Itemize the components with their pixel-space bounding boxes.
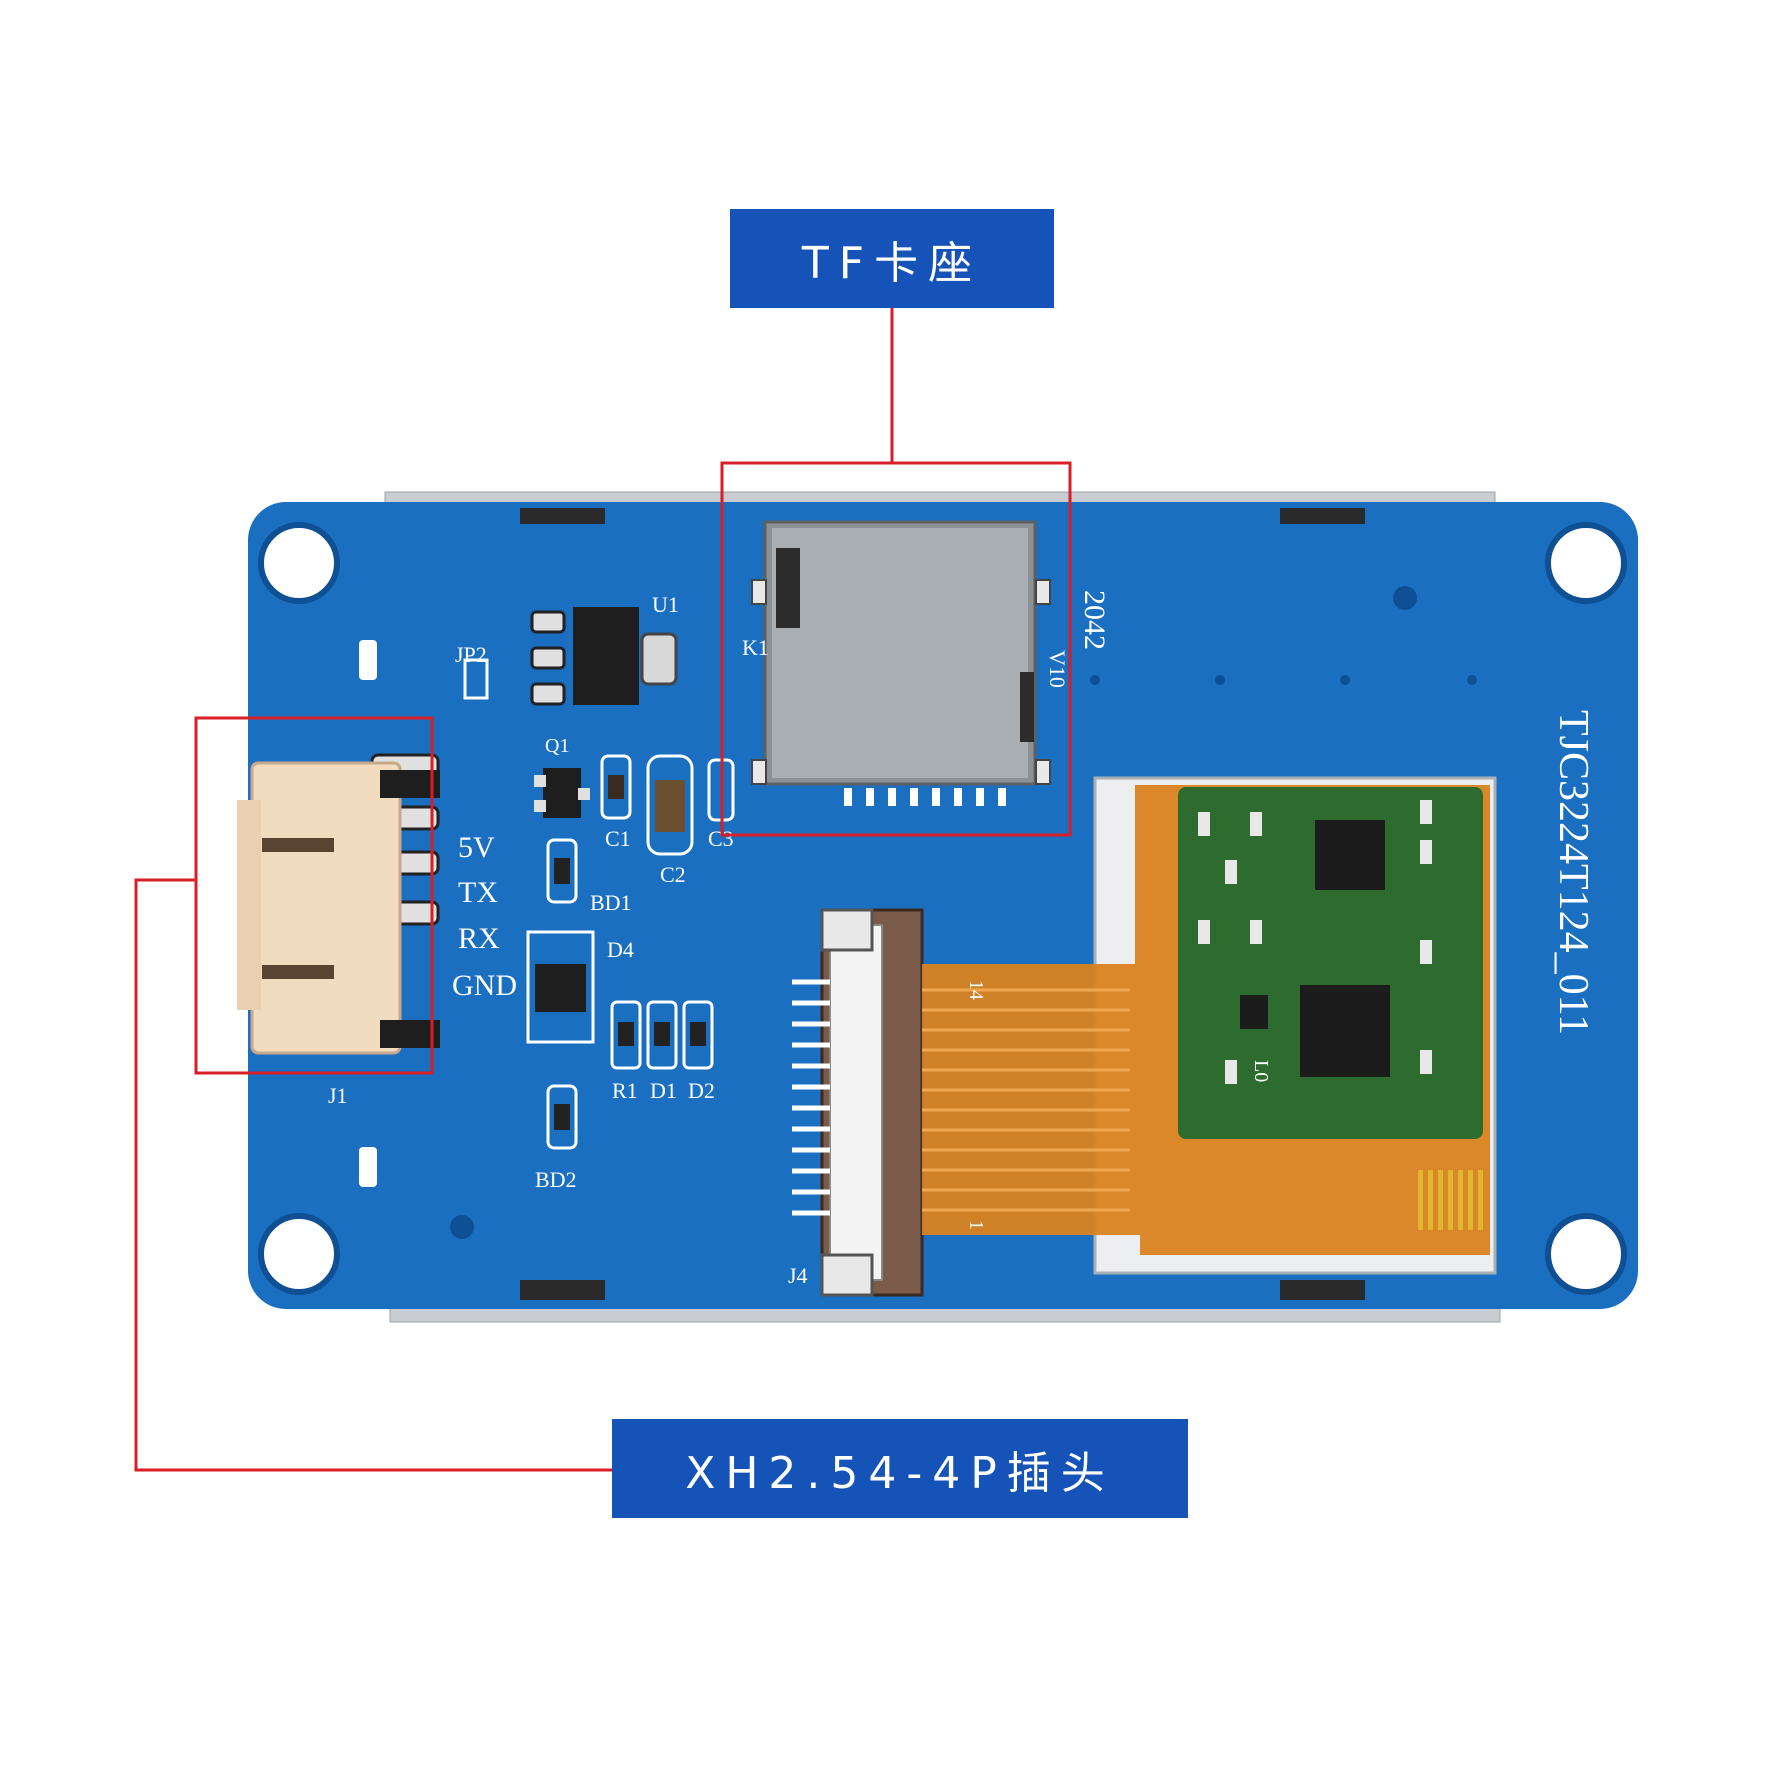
ref-d4: D4 <box>607 937 634 962</box>
ref-bd1: BD1 <box>590 890 632 915</box>
flex-traces <box>922 988 1130 1212</box>
ref-k1: K1 <box>742 635 769 660</box>
bd2-ferrite <box>546 1084 578 1150</box>
c2-body <box>655 780 685 832</box>
ref-bd2: BD2 <box>535 1167 577 1192</box>
vias <box>450 586 1477 1239</box>
q1-transistor <box>534 768 590 818</box>
u1-regulator <box>530 607 678 706</box>
mounting-hole <box>1545 522 1627 604</box>
j4-fpc-connector <box>792 908 924 1297</box>
c2-capacitor <box>646 754 694 856</box>
c1-capacitor <box>600 754 632 820</box>
controller-ic <box>1315 820 1385 890</box>
j1-header-pins <box>380 770 440 1048</box>
touch-controller-board <box>1178 787 1483 1139</box>
ref-j4: J4 <box>788 1263 808 1288</box>
ref-l0: L0 <box>1250 1060 1272 1082</box>
ref-r1: R1 <box>612 1078 638 1103</box>
c1-body <box>608 775 624 799</box>
ref-jp2: JP2 <box>455 642 487 667</box>
connector-leader <box>134 878 612 1472</box>
fpc-pin-14: 14 <box>965 980 987 1000</box>
ref-u1: U1 <box>652 592 679 617</box>
ref-d1: D1 <box>650 1078 677 1103</box>
gold-fingers <box>1418 1170 1483 1230</box>
tf-slot-highlight <box>720 461 1072 837</box>
jp2-pad <box>463 658 489 700</box>
ref-c1: C1 <box>605 826 631 851</box>
misc-pads <box>359 640 377 1187</box>
mounting-holes <box>258 522 1627 1295</box>
j1-housing <box>250 761 402 1055</box>
mounting-hole <box>258 522 340 604</box>
ref-code: 2042 <box>1078 590 1111 650</box>
fpc-pin-1: 1 <box>965 1220 987 1230</box>
d4-diode <box>526 930 595 1044</box>
frame-tabs <box>520 508 1365 1300</box>
ref-q1: Q1 <box>545 735 569 757</box>
tf-slot-callout-label: TF卡座 <box>801 237 983 289</box>
d4-body <box>535 964 586 1012</box>
ref-j1: J1 <box>328 1083 348 1108</box>
bd1-ferrite <box>546 838 578 904</box>
ref-d2: D2 <box>688 1078 715 1103</box>
pin-label-gnd: GND <box>452 969 517 1002</box>
r1-d1-d2-bodies <box>618 1022 706 1046</box>
flash-ic <box>1300 985 1390 1077</box>
ref-v10: V10 <box>1045 650 1070 688</box>
tf-slot-callout: TF卡座 <box>730 209 1054 308</box>
tf-card-socket <box>751 520 1051 806</box>
pin-label-5v: 5V <box>458 831 495 864</box>
bd1-body <box>554 858 570 884</box>
pin-label-rx: RX <box>458 922 500 955</box>
smd-parts <box>1198 800 1432 1084</box>
mounting-hole <box>1545 1213 1627 1295</box>
connector-highlight <box>194 716 434 1075</box>
pin-label-tx: TX <box>458 876 498 909</box>
bd2-body <box>554 1104 570 1130</box>
ref-c2: C2 <box>660 862 686 887</box>
board-model: TJC3224T124_011 <box>1550 710 1596 1035</box>
connector-callout-label: XH2.54-4P插头 <box>685 1447 1115 1499</box>
connector-callout: XH2.54-4P插头 <box>612 1419 1188 1518</box>
mounting-hole <box>258 1213 340 1295</box>
r1-d1-d2 <box>610 1000 714 1070</box>
